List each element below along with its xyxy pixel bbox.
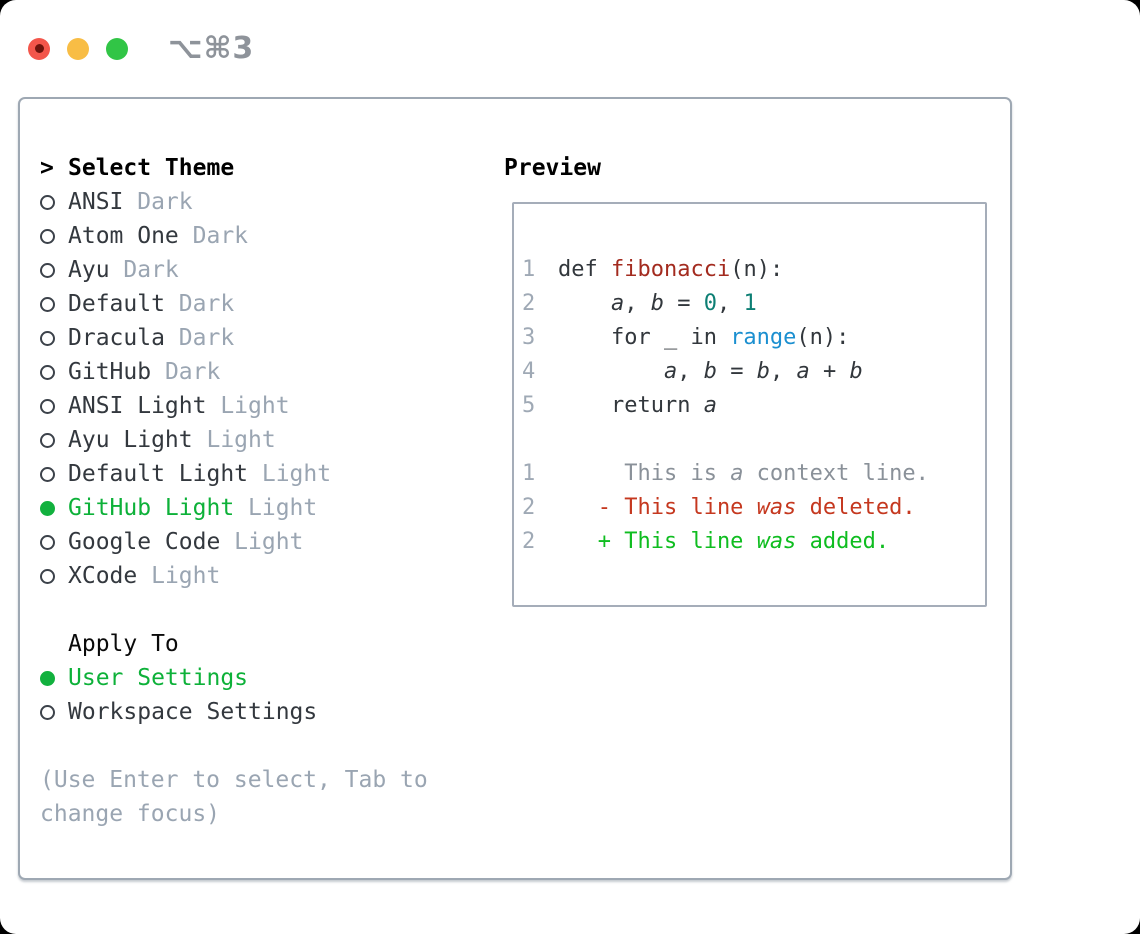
line-number: 4 bbox=[522, 359, 536, 384]
zoom-button[interactable] bbox=[106, 37, 128, 60]
theme-name: Atom One bbox=[68, 223, 179, 249]
prompt-caret-icon: > bbox=[40, 155, 54, 181]
code-line: 2 a, b = 0, 1 bbox=[522, 287, 975, 321]
theme-option[interactable]: Ayu Light Light bbox=[40, 423, 480, 457]
theme-variant-tag: Light bbox=[220, 393, 290, 419]
radio-icon bbox=[40, 262, 68, 278]
radio-icon bbox=[40, 330, 68, 346]
theme-option[interactable]: Dracula Dark bbox=[40, 321, 480, 355]
radio-selected-icon bbox=[40, 670, 68, 686]
line-number: 2 bbox=[522, 529, 536, 554]
radio-icon bbox=[40, 296, 68, 312]
theme-variant-tag: Light bbox=[261, 461, 332, 487]
theme-name: Google Code bbox=[68, 529, 221, 555]
code-line: 2 - This line was deleted. bbox=[522, 491, 975, 525]
line-number: 3 bbox=[522, 325, 536, 350]
code-line: 5 return a bbox=[522, 389, 975, 423]
apply-to-header: Apply To bbox=[40, 627, 480, 661]
traffic-lights bbox=[28, 37, 128, 60]
theme-option[interactable]: GitHub Dark bbox=[40, 355, 480, 389]
theme-variant-tag: Dark bbox=[137, 189, 193, 215]
theme-name: Ayu Light bbox=[68, 427, 193, 453]
apply-to-title: Apply To bbox=[68, 631, 179, 657]
apply-option[interactable]: Workspace Settings bbox=[40, 695, 480, 729]
radio-selected-icon bbox=[40, 500, 68, 516]
select-theme-title: Select Theme bbox=[68, 155, 235, 181]
code-line: 4 a, b = b, a + b bbox=[522, 355, 975, 389]
minimize-button[interactable] bbox=[67, 37, 89, 60]
line-number: 1 bbox=[522, 461, 536, 486]
theme-name: Ayu bbox=[68, 257, 110, 283]
keyboard-hint: (Use Enter to select, Tab to change focu… bbox=[40, 767, 428, 827]
radio-icon bbox=[40, 398, 68, 414]
code-line: 2 + This line was added. bbox=[522, 525, 975, 559]
theme-variant-tag: Light bbox=[234, 529, 304, 555]
theme-option[interactable]: Google Code Light bbox=[40, 525, 480, 559]
theme-option[interactable]: Default Dark bbox=[40, 287, 480, 321]
radio-icon bbox=[40, 228, 68, 244]
apply-option[interactable]: User Settings bbox=[40, 661, 480, 695]
close-dot-icon bbox=[34, 44, 44, 53]
theme-name: GitHub bbox=[68, 359, 152, 385]
theme-variant-tag: Dark bbox=[178, 325, 235, 351]
radio-icon bbox=[40, 704, 68, 720]
line-number: 2 bbox=[522, 291, 536, 316]
theme-option[interactable]: Ayu Dark bbox=[40, 253, 480, 287]
close-button[interactable] bbox=[28, 37, 50, 60]
theme-name: ANSI bbox=[68, 189, 124, 215]
radio-icon bbox=[40, 194, 68, 210]
theme-option[interactable]: ANSI Dark bbox=[40, 185, 480, 219]
code-line bbox=[522, 423, 975, 457]
theme-variant-tag: Dark bbox=[123, 257, 179, 283]
theme-name: GitHub Light bbox=[68, 495, 235, 521]
radio-icon bbox=[40, 568, 68, 584]
theme-name: ANSI Light bbox=[68, 393, 207, 419]
apply-option-label: User Settings bbox=[68, 665, 249, 691]
theme-variant-tag: Light bbox=[206, 427, 276, 453]
radio-icon bbox=[40, 534, 68, 550]
theme-option[interactable]: Atom One Dark bbox=[40, 219, 480, 253]
code-line: 1 This is a context line. bbox=[522, 457, 975, 491]
theme-variant-tag: Light bbox=[151, 563, 221, 589]
radio-icon bbox=[40, 432, 68, 448]
theme-variant-tag: Dark bbox=[164, 359, 221, 385]
line-number: 1 bbox=[522, 257, 536, 282]
theme-variant-tag: Dark bbox=[192, 223, 249, 249]
code-line: 3 for _ in range(n): bbox=[522, 321, 975, 355]
theme-name: Default bbox=[68, 291, 165, 317]
theme-name: XCode bbox=[68, 563, 138, 589]
radio-icon bbox=[40, 466, 68, 482]
theme-option[interactable]: GitHub Light Light bbox=[40, 491, 480, 525]
theme-option[interactable]: Default Light Light bbox=[40, 457, 480, 491]
preview-title: Preview bbox=[504, 155, 601, 181]
line-number: 5 bbox=[522, 393, 536, 418]
apply-option-label: Workspace Settings bbox=[68, 699, 318, 725]
line-number: 2 bbox=[522, 495, 536, 520]
window-titlebar: ⌥⌘3 bbox=[0, 0, 1140, 97]
theme-option[interactable]: XCode Light bbox=[40, 559, 480, 593]
theme-name: Default Light bbox=[68, 461, 249, 487]
radio-icon bbox=[40, 364, 68, 380]
theme-name: Dracula bbox=[68, 325, 165, 351]
theme-variant-tag: Light bbox=[248, 495, 318, 521]
theme-option[interactable]: ANSI Light Light bbox=[40, 389, 480, 423]
theme-variant-tag: Dark bbox=[178, 291, 235, 317]
window-title: ⌥⌘3 bbox=[168, 31, 255, 66]
select-theme-header: > Select Theme bbox=[40, 151, 480, 185]
